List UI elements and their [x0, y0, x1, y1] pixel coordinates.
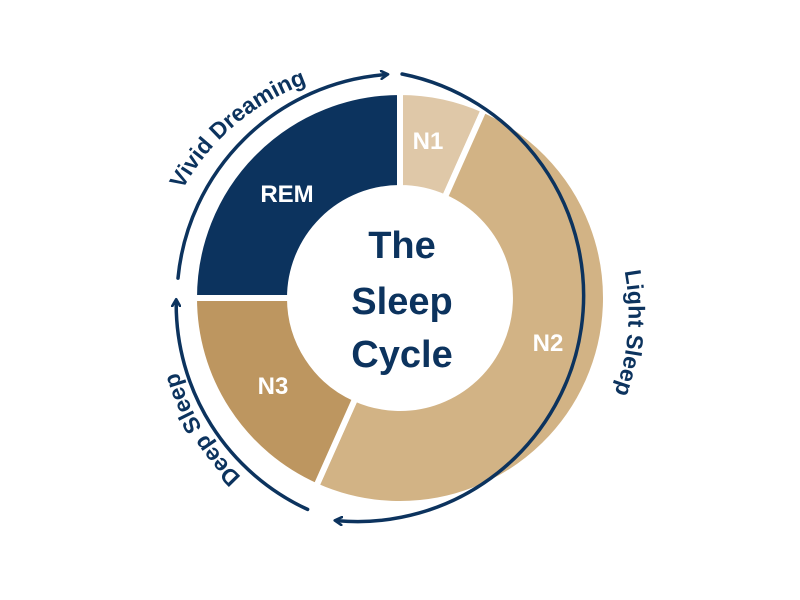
segment-n3 [190, 295, 360, 491]
cycle-arc-upper-left [176, 75, 385, 280]
segment-label-n1: N1 [413, 128, 444, 155]
outer-label-light-sleep: Light Sleep [610, 268, 650, 400]
segments-layer [190, 88, 609, 507]
center-title-line-3: Cycle [351, 334, 452, 376]
segment-n2 [312, 105, 609, 507]
center-title-line-1: The [368, 225, 436, 267]
center-title: The Sleep Cycle [351, 225, 452, 376]
center-title-line-2: Sleep [351, 281, 452, 323]
cycle-arc-right [338, 72, 586, 522]
segment-label-rem: REM [260, 181, 313, 208]
segment-label-n2: N2 [533, 330, 564, 357]
segment-rem [190, 88, 403, 301]
cycle-arc-lower-left [176, 302, 310, 512]
segment-label-n3: N3 [258, 373, 289, 400]
